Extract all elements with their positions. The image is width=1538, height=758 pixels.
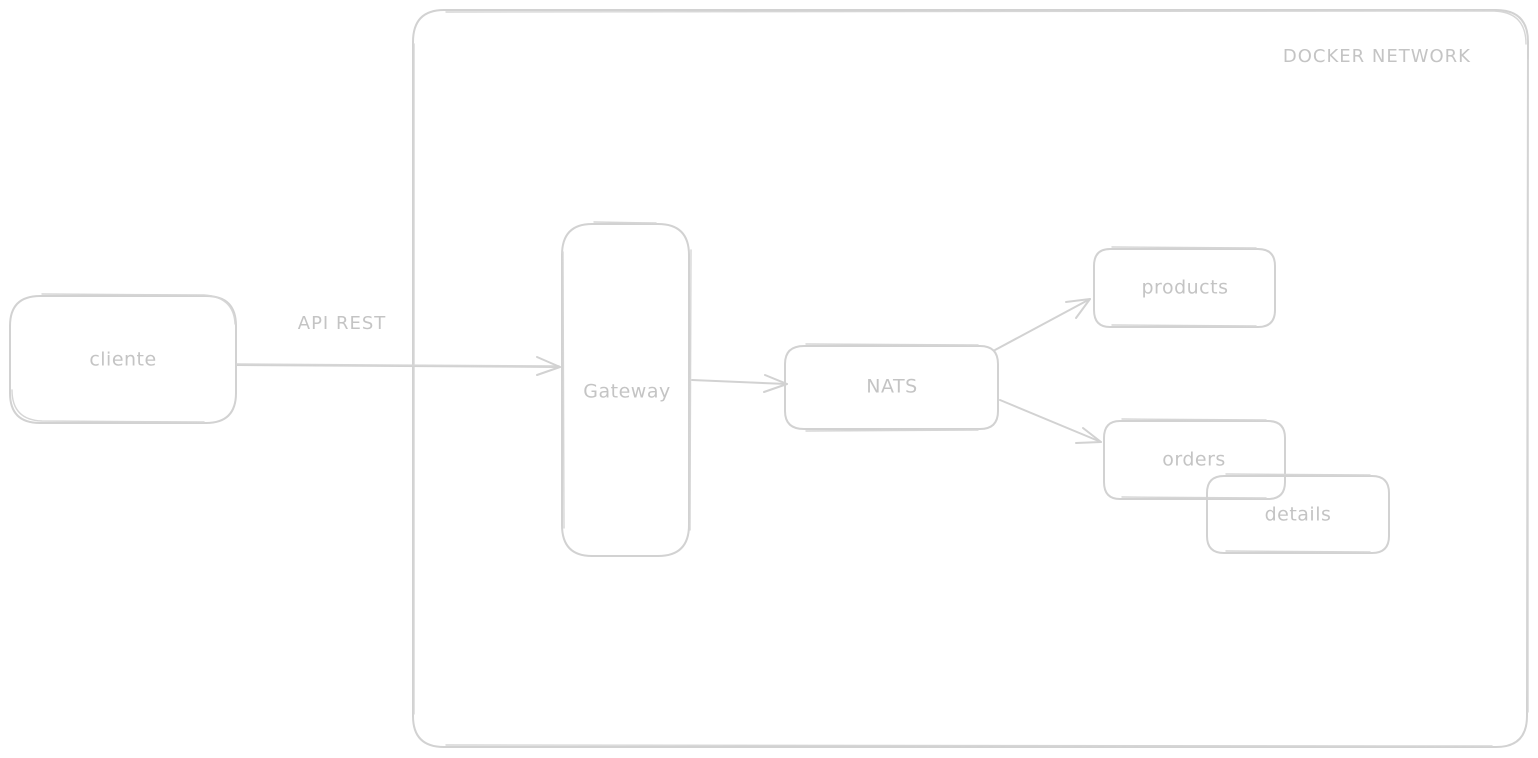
cliente-label: cliente [89,349,156,371]
nats-node[interactable] [784,343,999,432]
gateway-to-nats-arrow [691,374,788,393]
api-rest-label: API REST [298,313,387,334]
nats-label: NATS [866,376,917,398]
nats-to-products-arrow [994,298,1091,351]
docker-network-container[interactable] [412,9,1529,748]
docker-network-label: DOCKER NETWORK [1283,46,1471,67]
products-node[interactable] [1093,246,1276,328]
orders-node[interactable] [1103,418,1286,500]
products-label: products [1142,277,1229,299]
gateway-label: Gateway [583,381,670,403]
cliente-node[interactable] [9,293,237,424]
orders-label: orders [1162,449,1226,471]
nats-to-orders-arrow [999,399,1102,444]
details-node[interactable] [1206,473,1390,554]
gateway-node[interactable] [561,221,692,557]
cliente-to-gateway-arrow [235,356,561,376]
details-label: details [1265,504,1332,526]
